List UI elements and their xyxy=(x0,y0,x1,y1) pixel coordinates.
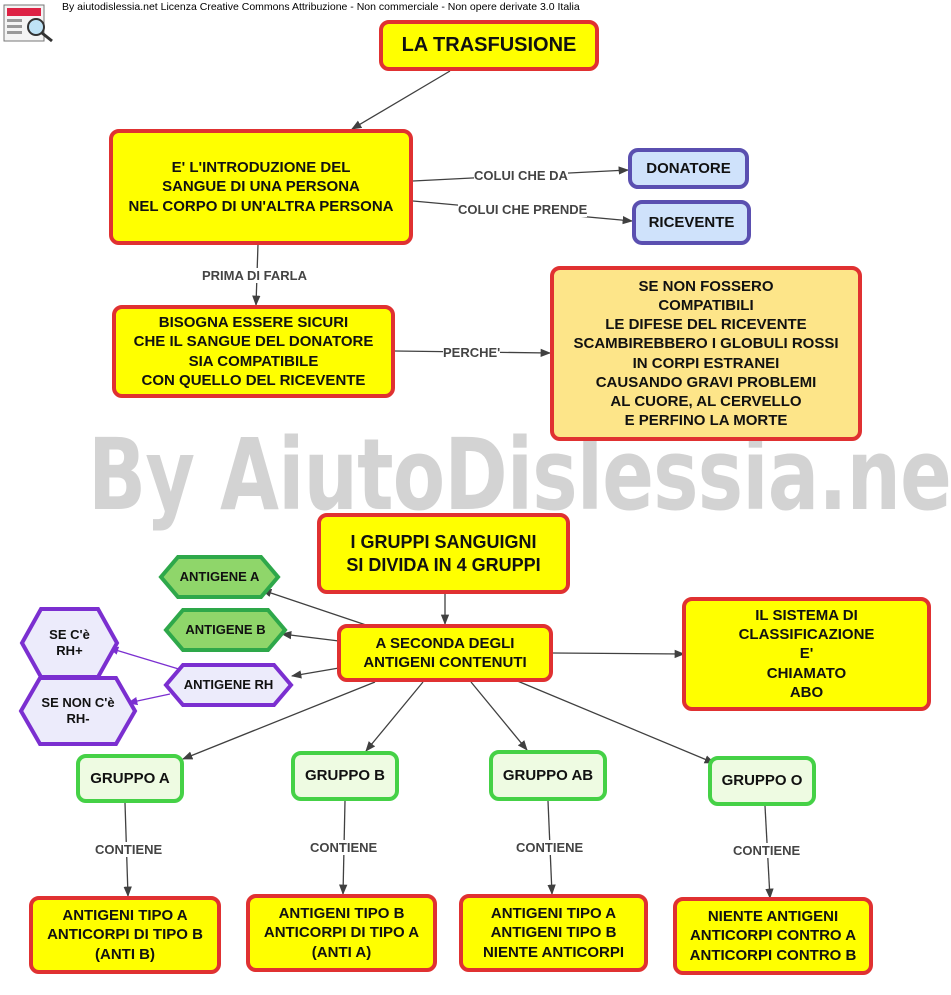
node-antigene-rh: ANTIGENE RH xyxy=(163,662,294,708)
rh-negativo-label: SE NON C'è RH- xyxy=(41,694,115,727)
link-title-definition xyxy=(351,70,451,130)
node-contenuto-o: NIENTE ANTIGENI ANTICORPI CONTRO A ANTIC… xyxy=(673,897,873,975)
node-sistema-abo: IL SISTEMA DI CLASSIFICAZIONE E' CHIAMAT… xyxy=(682,597,931,711)
label-contiene-o: CONTIENE xyxy=(733,843,801,858)
node-contenuto-b: ANTIGENI TIPO B ANTICORPI DI TIPO A (ANT… xyxy=(246,894,437,972)
label-contiene-a: CONTIENE xyxy=(95,842,163,857)
node-title: LA TRASFUSIONE xyxy=(379,20,599,71)
node-contenuto-ab: ANTIGENI TIPO A ANTIGENI TIPO B NIENTE A… xyxy=(459,894,648,972)
node-gruppi: I GRUPPI SANGUIGNI SI DIVIDA IN 4 GRUPPI xyxy=(317,513,570,594)
site-logo-icon xyxy=(2,3,58,43)
link-antigeni-gruppo-o xyxy=(514,679,715,764)
link-antigeni-gruppo-a xyxy=(182,681,376,760)
node-antigene-b: ANTIGENE B xyxy=(163,607,288,653)
node-gruppo-b: GRUPPO B xyxy=(291,751,399,801)
node-rh-positivo: SE C'è RH+ xyxy=(19,606,120,680)
node-gruppo-ab: GRUPPO AB xyxy=(489,750,607,801)
link-rh-positivo xyxy=(108,646,183,671)
license-credit: By aiutodislessia.net Licenza Creative C… xyxy=(62,1,580,13)
link-antigeni-antigene-rh xyxy=(290,667,340,679)
label-contiene-b: CONTIENE xyxy=(310,840,378,855)
node-rh-negativo: SE NON C'è RH- xyxy=(18,675,138,747)
rh-positivo-label: SE C'è RH+ xyxy=(49,626,90,659)
link-antigeni-sistema xyxy=(552,649,686,659)
node-antigeni-contenuti: A SECONDA DEGLI ANTIGENI CONTENUTI xyxy=(337,624,553,682)
antigene-rh-label: ANTIGENE RH xyxy=(183,676,274,692)
link-antigeni-antigene-a xyxy=(261,589,367,626)
antigene-b-label: ANTIGENE B xyxy=(185,621,266,637)
node-gruppo-o: GRUPPO O xyxy=(708,756,816,806)
node-contenuto-a: ANTIGENI TIPO A ANTICORPI DI TIPO B (ANT… xyxy=(29,896,221,974)
label-contiene-ab: CONTIENE xyxy=(516,840,584,855)
label-colui-che-prende: COLUI CHE PRENDE xyxy=(458,202,588,217)
node-compatibile: BISOGNA ESSERE SICURI CHE IL SANGUE DEL … xyxy=(112,305,395,398)
label-prima-di-farla: PRIMA DI FARLA xyxy=(202,268,307,283)
link-antigeni-antigene-b xyxy=(280,631,340,642)
label-colui-che-da: COLUI CHE DA xyxy=(474,168,568,183)
antigene-a-label: ANTIGENE A xyxy=(179,568,260,584)
node-definition: E' L'INTRODUZIONE DEL SANGUE DI UNA PERS… xyxy=(109,129,413,245)
node-donatore: DONATORE xyxy=(628,148,749,189)
label-perche: PERCHE' xyxy=(443,345,501,360)
node-ricevente: RICEVENTE xyxy=(632,200,751,245)
link-antigeni-gruppo-b xyxy=(365,681,424,752)
node-antigene-a: ANTIGENE A xyxy=(158,554,281,600)
node-gruppo-a: GRUPPO A xyxy=(76,754,184,803)
link-antigeni-gruppo-ab xyxy=(470,681,528,751)
link-rh-negativo xyxy=(126,693,171,706)
node-problemi: SE NON FOSSERO COMPATIBILI LE DIFESE DEL… xyxy=(550,266,862,441)
